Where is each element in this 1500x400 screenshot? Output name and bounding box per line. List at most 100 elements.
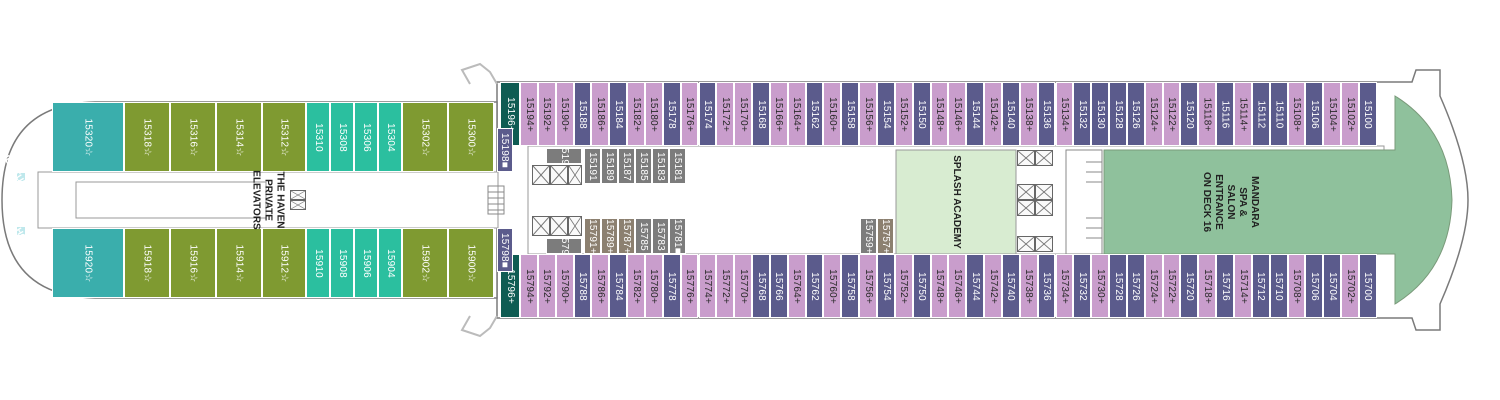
cabin-bottom-28[interactable]: 15740: [1001, 254, 1020, 318]
haven-cabin-top-5[interactable]: 15308: [330, 102, 354, 172]
haven-cabin-bottom-3[interactable]: 15912☆: [262, 228, 306, 298]
cabin-bottom-2[interactable]: 15792+: [537, 254, 556, 318]
cabin-top-12[interactable]: 15172+: [716, 82, 735, 146]
cabin-bottom-18[interactable]: 15760+: [823, 254, 842, 318]
cabin-top-6[interactable]: 15184: [609, 82, 628, 146]
cabin-bottom-41[interactable]: 15714+: [1234, 254, 1252, 318]
cabin-top-1[interactable]: 15194+: [520, 82, 538, 146]
cabin-bottom-10[interactable]: 15776+: [680, 254, 699, 318]
cabin-top-48[interactable]: 15100: [1358, 82, 1377, 146]
cabin-top-32[interactable]: 15132: [1073, 82, 1092, 146]
haven-cabin-bottom-7[interactable]: 15904: [378, 228, 402, 298]
cabin-top-11[interactable]: 15174: [698, 82, 717, 146]
cabin-top-33[interactable]: 15130: [1091, 82, 1110, 146]
interior-cabin-top-6[interactable]: 15181: [669, 148, 686, 184]
cabin-top-25[interactable]: 15146+: [948, 82, 967, 146]
cabin-bottom-42[interactable]: 15712: [1251, 254, 1270, 318]
cabin-bottom-44[interactable]: 15708+: [1287, 254, 1306, 318]
cabin-bottom-46[interactable]: 15704: [1323, 254, 1342, 318]
haven-cabin-top-3[interactable]: 15312☆: [262, 102, 306, 172]
cabin-bottom-12[interactable]: 15772+: [716, 254, 735, 318]
cabin-top-22[interactable]: 15152+: [894, 82, 913, 146]
cabin-top-42[interactable]: 15112: [1251, 82, 1270, 146]
haven-cabin-top-2[interactable]: 15314☆: [216, 102, 262, 172]
cabin-bottom-35[interactable]: 15726: [1126, 254, 1145, 318]
cabin-top-26[interactable]: 15144: [966, 82, 985, 146]
cabin-top-40[interactable]: 15116: [1216, 82, 1234, 146]
aft-suite-bottom[interactable]: 15920☆: [52, 228, 124, 298]
interior-cabin-bottom-2[interactable]: 15789+: [601, 218, 618, 254]
cabin-bottom-16[interactable]: 15764+: [787, 254, 806, 318]
cabin-bottom-43[interactable]: 15710: [1269, 254, 1288, 318]
cabin-top-10[interactable]: 15176+: [680, 82, 699, 146]
cabin-top-18[interactable]: 15160+: [823, 82, 842, 146]
interior-cabin-top-3[interactable]: 15187: [618, 148, 635, 184]
haven-cabin-top-7[interactable]: 15304: [378, 102, 402, 172]
cabin-top-17[interactable]: 15162: [805, 82, 824, 146]
haven-cabin-top-0[interactable]: 15318☆: [124, 102, 170, 172]
haven-cabin-bottom-9[interactable]: 15900☆: [448, 228, 494, 298]
cabin-bottom-6[interactable]: 15784: [609, 254, 628, 318]
cabin-top-29[interactable]: 15138+: [1019, 82, 1038, 146]
cabin-bottom-36[interactable]: 15724+: [1144, 254, 1163, 318]
cabin-bottom-11[interactable]: 15774+: [698, 254, 717, 318]
interior-cabin-top-5[interactable]: 15183: [652, 148, 669, 184]
interior-cabin-top-0[interactable]: 15195: [546, 148, 582, 164]
haven-cabin-top-1[interactable]: 15316☆: [170, 102, 216, 172]
interior-cabin-top-2[interactable]: 15189: [601, 148, 618, 184]
cabin-bottom-29[interactable]: 15738+: [1019, 254, 1038, 318]
cabin-top-19[interactable]: 15158: [841, 82, 860, 146]
cabin-bottom-15[interactable]: 15766: [769, 254, 788, 318]
interior-cabin-bottom-3[interactable]: 15787+: [618, 218, 635, 254]
haven-cabin-bottom-8[interactable]: 15902☆: [402, 228, 448, 298]
cabin-top-30[interactable]: 15136: [1037, 82, 1056, 146]
cabin-top-8[interactable]: 15180+: [644, 82, 663, 146]
cabin-top-34[interactable]: 15128: [1109, 82, 1127, 146]
cabin-top-39[interactable]: 15118+: [1198, 82, 1217, 146]
cabin-top-13[interactable]: 15170+: [734, 82, 753, 146]
haven-cabin-bottom-6[interactable]: 15906: [354, 228, 378, 298]
cabin-top-20[interactable]: 15156+: [859, 82, 877, 146]
cabin-top-14[interactable]: 15168: [752, 82, 770, 146]
cabin-top-38[interactable]: 15120: [1180, 82, 1199, 146]
haven-cabin-bottom-2[interactable]: 15914☆: [216, 228, 262, 298]
cabin-top-21[interactable]: 15154: [877, 82, 895, 146]
haven-cabin-top-4[interactable]: 15310: [306, 102, 330, 172]
cabin-bottom-32[interactable]: 15732: [1073, 254, 1092, 318]
cabin-bottom-19[interactable]: 15758: [841, 254, 860, 318]
interior-cabin-bottom-1[interactable]: 15791+: [584, 218, 601, 254]
cabin-top-41[interactable]: 15114+: [1234, 82, 1252, 146]
interior-cabin-top-4[interactable]: 15185: [635, 148, 652, 184]
connector-cabin-top[interactable]: 15198■: [497, 128, 513, 172]
cabin-top-3[interactable]: 15190+: [555, 82, 574, 146]
haven-cabin-top-6[interactable]: 15306: [354, 102, 378, 172]
cabin-top-4[interactable]: 15188: [573, 82, 592, 146]
cabin-bottom-14[interactable]: 15768: [752, 254, 770, 318]
interior-cabin-extra-0[interactable]: 15759+: [860, 218, 877, 254]
interior-cabin-bottom-6[interactable]: 15781■: [669, 218, 686, 254]
cabin-top-2[interactable]: 15192+: [537, 82, 556, 146]
interior-cabin-bottom-0[interactable]: 15795: [546, 238, 582, 254]
cabin-bottom-8[interactable]: 15780+: [644, 254, 663, 318]
cabin-bottom-40[interactable]: 15716: [1216, 254, 1234, 318]
cabin-bottom-30[interactable]: 15736: [1037, 254, 1056, 318]
interior-cabin-top-1[interactable]: 15191: [584, 148, 601, 184]
cabin-bottom-17[interactable]: 15762: [805, 254, 824, 318]
cabin-top-16[interactable]: 15164+: [787, 82, 806, 146]
cabin-bottom-7[interactable]: 15782+: [627, 254, 645, 318]
cabin-bottom-23[interactable]: 15750: [912, 254, 931, 318]
cabin-top-43[interactable]: 15110: [1269, 82, 1288, 146]
cabin-bottom-25[interactable]: 15746+: [948, 254, 967, 318]
cabin-top-31[interactable]: 15134+: [1055, 82, 1074, 146]
haven-cabin-bottom-5[interactable]: 15908: [330, 228, 354, 298]
interior-cabin-extra-1[interactable]: 15757+: [877, 218, 894, 254]
cabin-bottom-38[interactable]: 15720: [1180, 254, 1199, 318]
cabin-top-36[interactable]: 15124+: [1144, 82, 1163, 146]
cabin-top-27[interactable]: 15142+: [984, 82, 1002, 146]
cabin-top-47[interactable]: 15102+: [1341, 82, 1359, 146]
interior-cabin-bottom-4[interactable]: 15785: [635, 218, 652, 254]
cabin-bottom-48[interactable]: 15700: [1358, 254, 1377, 318]
cabin-top-46[interactable]: 15104+: [1323, 82, 1342, 146]
cabin-bottom-31[interactable]: 15734+: [1055, 254, 1074, 318]
cabin-top-23[interactable]: 15150: [912, 82, 931, 146]
